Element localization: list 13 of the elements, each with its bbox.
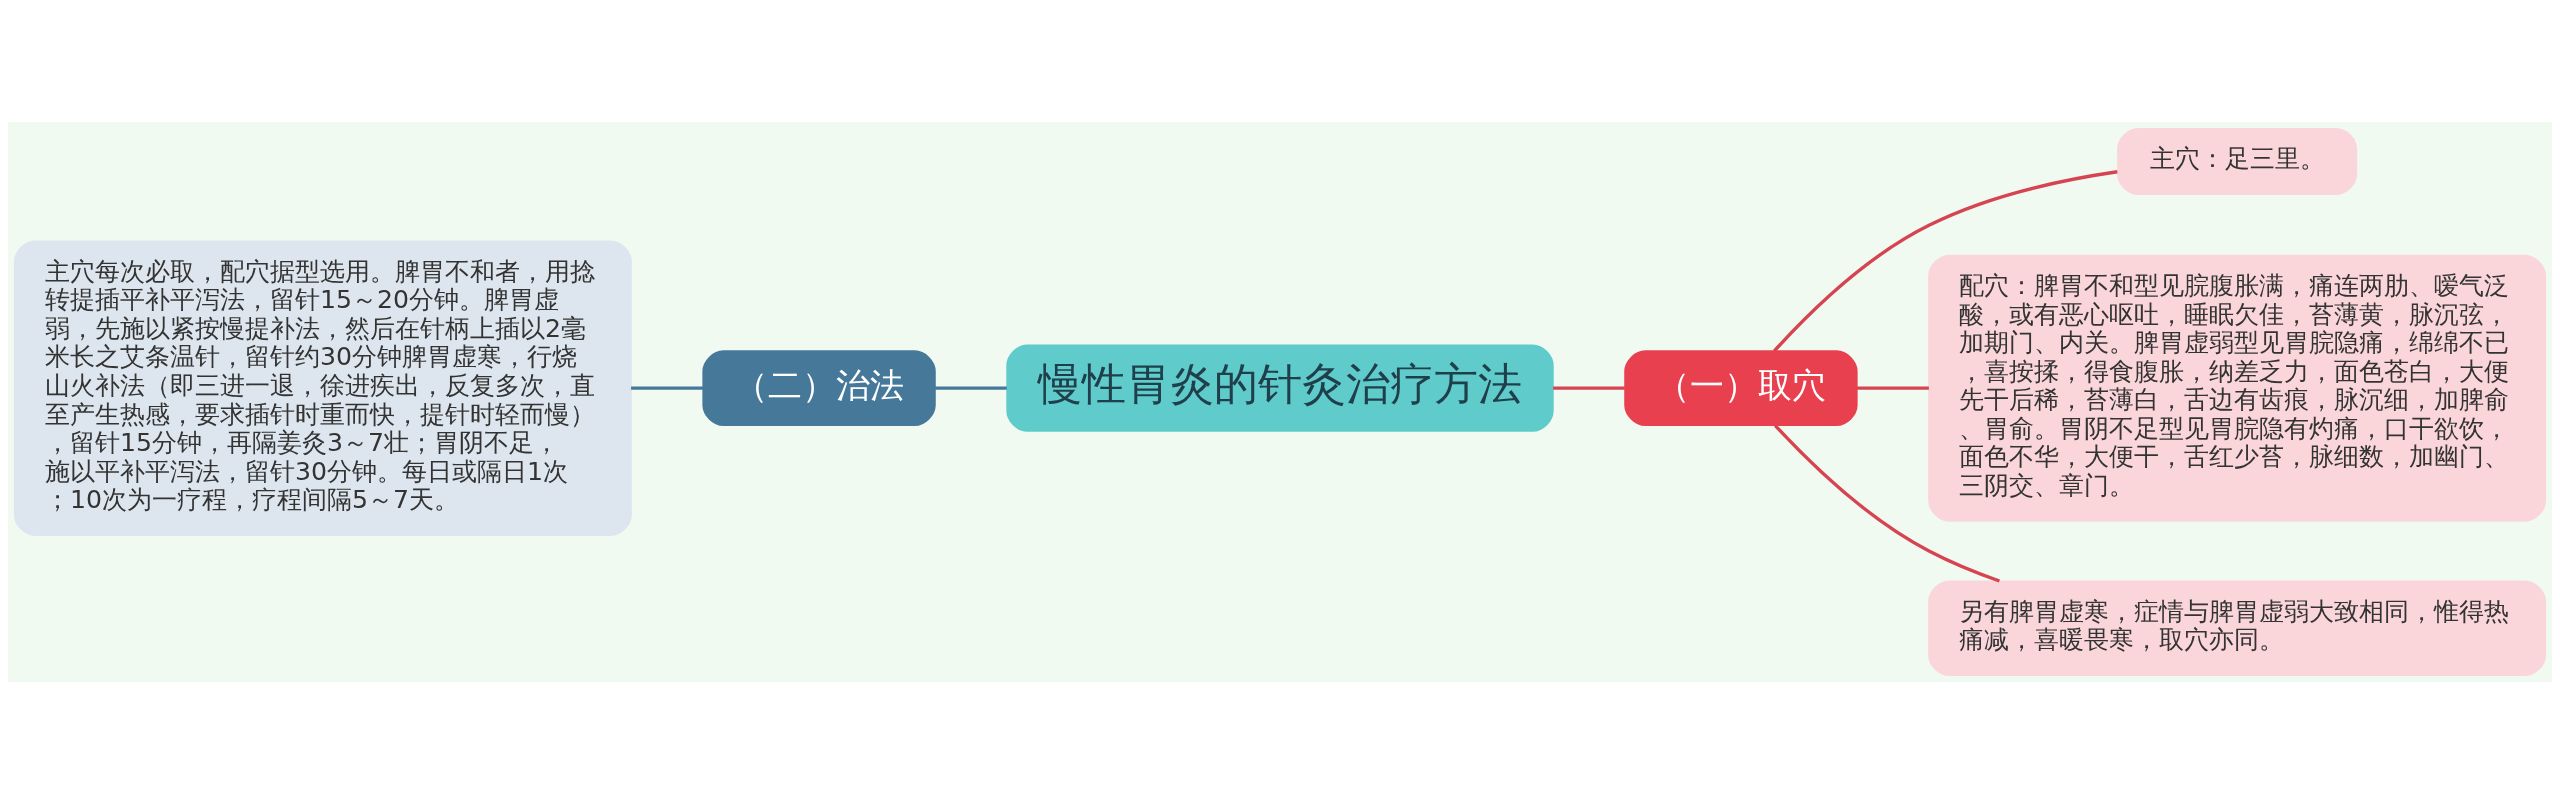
connector — [1774, 423, 2000, 583]
connector — [1856, 385, 1929, 390]
connector — [1553, 385, 1625, 390]
node-box: 主穴：足三里。 — [2117, 127, 2358, 195]
connector — [631, 385, 703, 390]
node-box: 慢性胃炎的针灸治疗方法 — [1006, 344, 1554, 432]
connector — [1773, 169, 2118, 352]
node-box: （一）取穴 — [1624, 349, 1858, 426]
node-box: 配穴：脾胃不和型见脘腹胀满，痛连两肋、嗳气泛酸，或有恶心呕吐，睡眠欠佳，苔薄黄，脉沉弦，加期门、内关。脾胃虚弱型见胃脘隐痛，绵绵不已，喜按揉，得食腹胀，纳差乏力，面色苍白，大便先干后稀，苔薄白，舌边有齿痕，脉沉细，加脾俞、胃俞。胃阴不足型见胃脘隐有灼痛，口干欲饮，面色不华，大便干，舌红少苔，脉细数，加幽门、三阴交、章门。 — [1928, 254, 2547, 522]
node-box: （二）治法 — [702, 349, 936, 426]
node-box: 另有脾胃虚寒，症情与脾胃虚弱大致相同，惟得热痛减，喜暖畏寒，取穴亦同。 — [1928, 579, 2547, 676]
node-box: 主穴每次必取，配穴据型选用。脾胃不和者，用捻转提插平补平泻法，留针15～20分钟。脾胃虚弱，先施以紧按慢提补法，然后在针柄上插以2毫米长之艾条温针，留针约30分钟脾胃虚寒，行烧山火补法（即三进一退，徐进疾出，反复多次，直至产生热感，要求插针时重而快，提针时轻而慢），留针15分钟，再隔姜灸3～7壮；胃阴不足，施以平补平泻法，留针30分钟。每日或隔日1次；10次为一疗程，疗程间隔5～7天。 — [13, 239, 632, 536]
connector — [935, 385, 1007, 390]
